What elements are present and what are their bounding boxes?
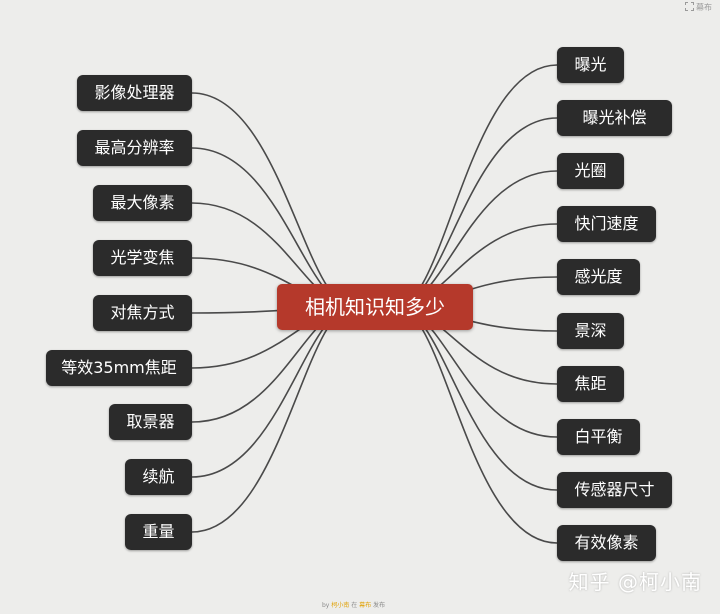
credit-brand: 幕布 (359, 602, 372, 609)
mindmap-node[interactable]: 最大像素 (93, 185, 192, 221)
mindmap-node[interactable]: 景深 (557, 313, 624, 349)
mindmap-node[interactable]: 等效35mm焦距 (46, 350, 192, 386)
mindmap-node[interactable]: 曝光 (557, 47, 624, 83)
connector-line (191, 306, 354, 478)
mindmap-node[interactable]: 光圈 (557, 153, 624, 189)
connector-line (396, 117, 558, 308)
publisher-credit: by 柯小南 在 幕布 发布 (322, 600, 385, 609)
connector-line (396, 64, 558, 308)
mindmap-node[interactable]: 白平衡 (557, 419, 640, 455)
mindmap-node[interactable]: 续航 (125, 459, 192, 495)
fullscreen-icon (685, 2, 694, 11)
mindmap-node[interactable]: 曝光补偿 (557, 100, 672, 136)
credit-prefix: by (322, 602, 332, 609)
mindmap-node[interactable]: 最高分辨率 (77, 130, 192, 166)
mindmap-node[interactable]: 影像处理器 (77, 75, 192, 111)
credit-author: 柯小南 (331, 602, 350, 609)
mindmap-center-node[interactable]: 相机知识知多少 (277, 284, 473, 330)
mindmap-node[interactable]: 取景器 (109, 404, 192, 440)
mindmap-node[interactable]: 对焦方式 (93, 295, 192, 331)
fullscreen-label: 幕布 (696, 3, 712, 12)
credit-suffix: 发布 (371, 602, 386, 609)
mindmap-node[interactable]: 感光度 (557, 259, 640, 295)
mindmap-node[interactable]: 快门速度 (557, 206, 656, 242)
credit-middle: 在 (349, 602, 360, 609)
fullscreen-control[interactable]: 幕布 (685, 2, 712, 13)
mindmap-node[interactable]: 重量 (125, 514, 192, 550)
mindmap-node[interactable]: 光学变焦 (93, 240, 192, 276)
mindmap-node[interactable]: 焦距 (557, 366, 624, 402)
mindmap-node[interactable]: 有效像素 (557, 525, 656, 561)
mindmap-node[interactable]: 传感器尺寸 (557, 472, 672, 508)
watermark: 知乎 @柯小南 (568, 570, 702, 594)
